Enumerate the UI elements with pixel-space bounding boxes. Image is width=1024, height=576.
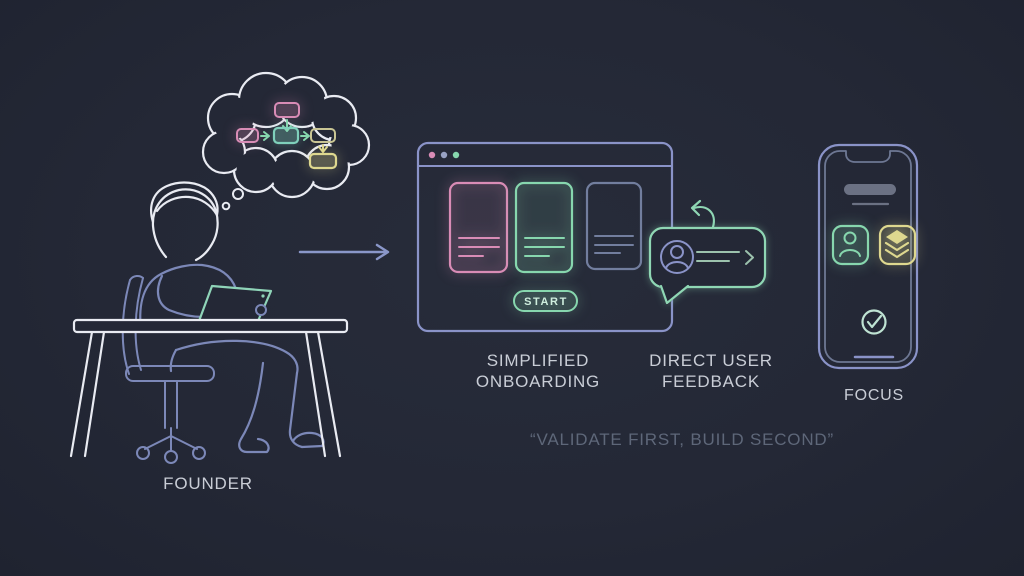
browser-caption-line1: SIMPLIFIED (487, 351, 589, 370)
speech-bubble-tail (659, 284, 690, 305)
return-arrow-icon (690, 199, 715, 229)
speech-bubble (648, 226, 767, 289)
layers-app-icon (878, 224, 917, 266)
founder-label: FOUNDER (163, 474, 253, 493)
thought-trail-dot-large (232, 188, 244, 200)
phone-title-bar (844, 184, 896, 195)
browser-caption-line2: ONBOARDING (476, 372, 600, 391)
founder-figure: FOUNDER (69, 181, 349, 493)
start-button-label: START (524, 296, 568, 308)
founder-head (150, 181, 219, 262)
user-app-icon (831, 224, 870, 266)
phone-notch (845, 150, 891, 163)
feedback-caption-line1: DIRECT USER (649, 351, 773, 370)
office-chair (121, 274, 215, 464)
desk (69, 318, 349, 458)
browser-window: START SIMPLIFIED ONBOARDING (416, 141, 674, 391)
message-lines (696, 251, 740, 262)
phone-mockup: FOCUS (817, 143, 919, 404)
founder-legs (169, 339, 325, 454)
phone-outer-frame (817, 143, 919, 370)
chevron-right-icon (745, 250, 754, 265)
laptop-icon (197, 284, 273, 323)
feedback-bubble: DIRECT USER FEEDBACK (648, 199, 773, 391)
thought-bubble (201, 71, 371, 211)
phone-label: FOCUS (844, 387, 904, 404)
card-gray (585, 181, 643, 271)
arrow-right-icon (298, 243, 390, 261)
flowchart-icon (236, 102, 338, 170)
user-avatar-icon (660, 240, 694, 274)
quote-text: “VALIDATE FIRST, BUILD SECOND” (530, 430, 834, 449)
window-dots-icon (428, 151, 460, 159)
thought-trail-dot-small (221, 201, 231, 211)
check-circle-icon (861, 309, 887, 335)
card-green (514, 181, 574, 274)
card-pink (448, 181, 509, 274)
feedback-caption-line2: FEEDBACK (662, 372, 760, 391)
start-button: START (513, 290, 578, 312)
